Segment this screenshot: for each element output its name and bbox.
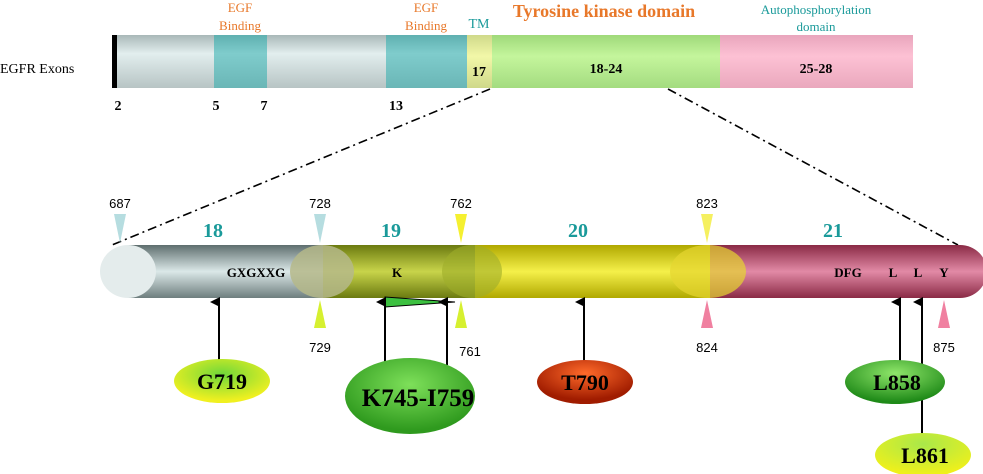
segment-egf-binding-1: [214, 35, 267, 88]
position-824: 824: [696, 340, 718, 355]
exon-19-label: 19: [381, 220, 401, 242]
position-762: 762: [450, 196, 472, 211]
exon-20-21-junction: [670, 245, 746, 298]
marker-824-icon: [701, 300, 713, 328]
exon-18-19-junction: [290, 245, 354, 298]
motif-gxgxxg: GXGXXG: [227, 265, 286, 280]
zoom-line-right: [667, 88, 959, 246]
start-marker: [112, 35, 117, 88]
marker-728-icon: [314, 214, 326, 243]
exon-number-7: 7: [261, 99, 268, 114]
position-728: 728: [309, 196, 331, 211]
position-823: 823: [696, 196, 718, 211]
egf-binding-label-1b: Binding: [219, 18, 261, 33]
position-729: 729: [309, 340, 331, 355]
marker-762-icon: [455, 214, 467, 243]
exon-18-label: 18: [203, 220, 223, 242]
motif-dfg: DFG: [834, 265, 861, 280]
mutation-label: K745-I759: [362, 385, 475, 412]
marker-823-icon: [701, 214, 713, 243]
marker-761-icon: [455, 300, 467, 328]
zoom-line-left: [111, 88, 491, 246]
tm-label: TM: [469, 17, 491, 32]
mutation-l861: L861: [875, 433, 971, 474]
kinase-domain-detail: 18 19 20 21 GXGXXG K DFG L L Y 687 728 7…: [100, 196, 983, 359]
marker-875-icon: [938, 300, 950, 328]
exon-21-label: 21: [823, 220, 843, 242]
exon-number-5: 5: [213, 99, 220, 114]
position-687: 687: [109, 196, 131, 211]
segment-exons-2-5: [117, 35, 214, 88]
exon-25-28-label: 25-28: [800, 62, 833, 77]
exon-number-2: 2: [115, 99, 122, 114]
egf-binding-label-2a: EGF: [414, 0, 439, 15]
marker-687-icon: [114, 214, 126, 243]
exon-20-label: 20: [568, 220, 588, 242]
exon-19-20-junction: [442, 245, 502, 298]
egf-binding-label-1a: EGF: [228, 0, 253, 15]
motif-l861: L: [914, 265, 923, 280]
exon-number-13: 13: [389, 99, 403, 114]
mutation-label: L861: [901, 443, 949, 468]
mutation-l858: L858: [845, 360, 945, 404]
segment-tm: [467, 35, 492, 88]
position-761: 761: [459, 344, 481, 359]
exon-18-24-label: 18-24: [590, 62, 623, 77]
mutation-k745-i759: K745-I759: [345, 358, 475, 434]
segment-tyrosine-kinase: [492, 35, 720, 88]
mutation-label: T790: [561, 370, 609, 395]
autophos-label-b: domain: [797, 19, 836, 34]
exon-21-segment: [700, 245, 983, 298]
position-875: 875: [933, 340, 955, 355]
mutation-arrows: [210, 297, 923, 435]
mutation-label: G719: [197, 369, 247, 394]
motif-y: Y: [939, 265, 949, 280]
exon-17-label: 17: [472, 65, 486, 80]
exon-overview: EGFR Exons EGF Binding EGF Binding TM Ty…: [0, 0, 913, 114]
tk-domain-label: Tyrosine kinase domain: [513, 1, 695, 21]
segment-egf-binding-2: [386, 35, 467, 88]
egf-binding-label-2b: Binding: [405, 18, 447, 33]
mutation-g719: G719: [174, 359, 270, 403]
deletion-flag-icon: [384, 296, 456, 308]
autophos-label-a: Autophosphorylation: [761, 2, 872, 17]
marker-729-icon: [314, 300, 326, 328]
segment-autophosphorylation: [720, 35, 913, 88]
motif-l858: L: [889, 265, 898, 280]
motif-k: K: [392, 265, 403, 280]
cylinder-start-cap: [100, 245, 156, 298]
mutation-t790: T790: [537, 360, 633, 404]
row-label: EGFR Exons: [0, 62, 74, 77]
mutation-label: L858: [873, 370, 921, 395]
segment-exons-7-13: [267, 35, 386, 88]
